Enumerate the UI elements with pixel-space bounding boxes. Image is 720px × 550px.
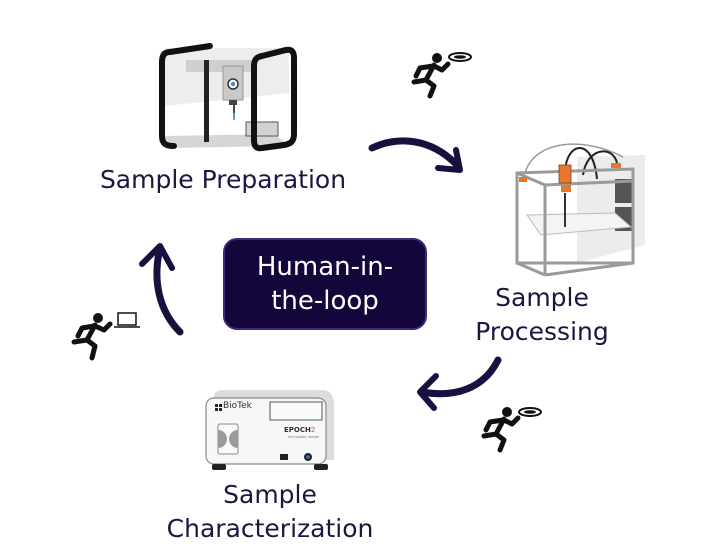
3d-printer-gantry-icon [515, 143, 645, 277]
plate-reader-icon: BioTek EPOCH2 microplate reader [204, 388, 336, 472]
stage-label-characterization: Sample Characterization [160, 478, 380, 546]
center-label-line1: Human-in- [256, 252, 394, 282]
center-label-line2: the-loop [271, 286, 379, 316]
stage-label-processing: Sample Processing [462, 281, 622, 349]
liquid-handler-robot-icon [159, 43, 297, 152]
device-model-suffix: 2 [310, 426, 316, 434]
stage-label-processing-line2: Processing [475, 317, 609, 346]
stage-label-processing-line1: Sample [495, 283, 589, 312]
running-person-frisbee-icon [481, 407, 542, 453]
arrow-characterization-to-prep [139, 243, 184, 336]
device-model: EPOCH2 [284, 426, 315, 434]
arrow-processing-to-characterization [417, 356, 502, 411]
stage-label-preparation: Sample Preparation [99, 165, 347, 194]
device-model-name: EPOCH [284, 426, 311, 434]
running-person-frisbee-icon [411, 52, 472, 99]
device-subtitle: microplate reader [288, 435, 320, 439]
device-brand: BioTek [223, 401, 252, 411]
stage-label-characterization-line2: Characterization [166, 514, 374, 543]
stage-label-characterization-line1: Sample [223, 480, 317, 509]
arrow-prep-to-processing [368, 137, 463, 173]
running-person-laptop-icon [71, 312, 140, 361]
human-in-the-loop-box: Human-in- the-loop [223, 238, 427, 330]
